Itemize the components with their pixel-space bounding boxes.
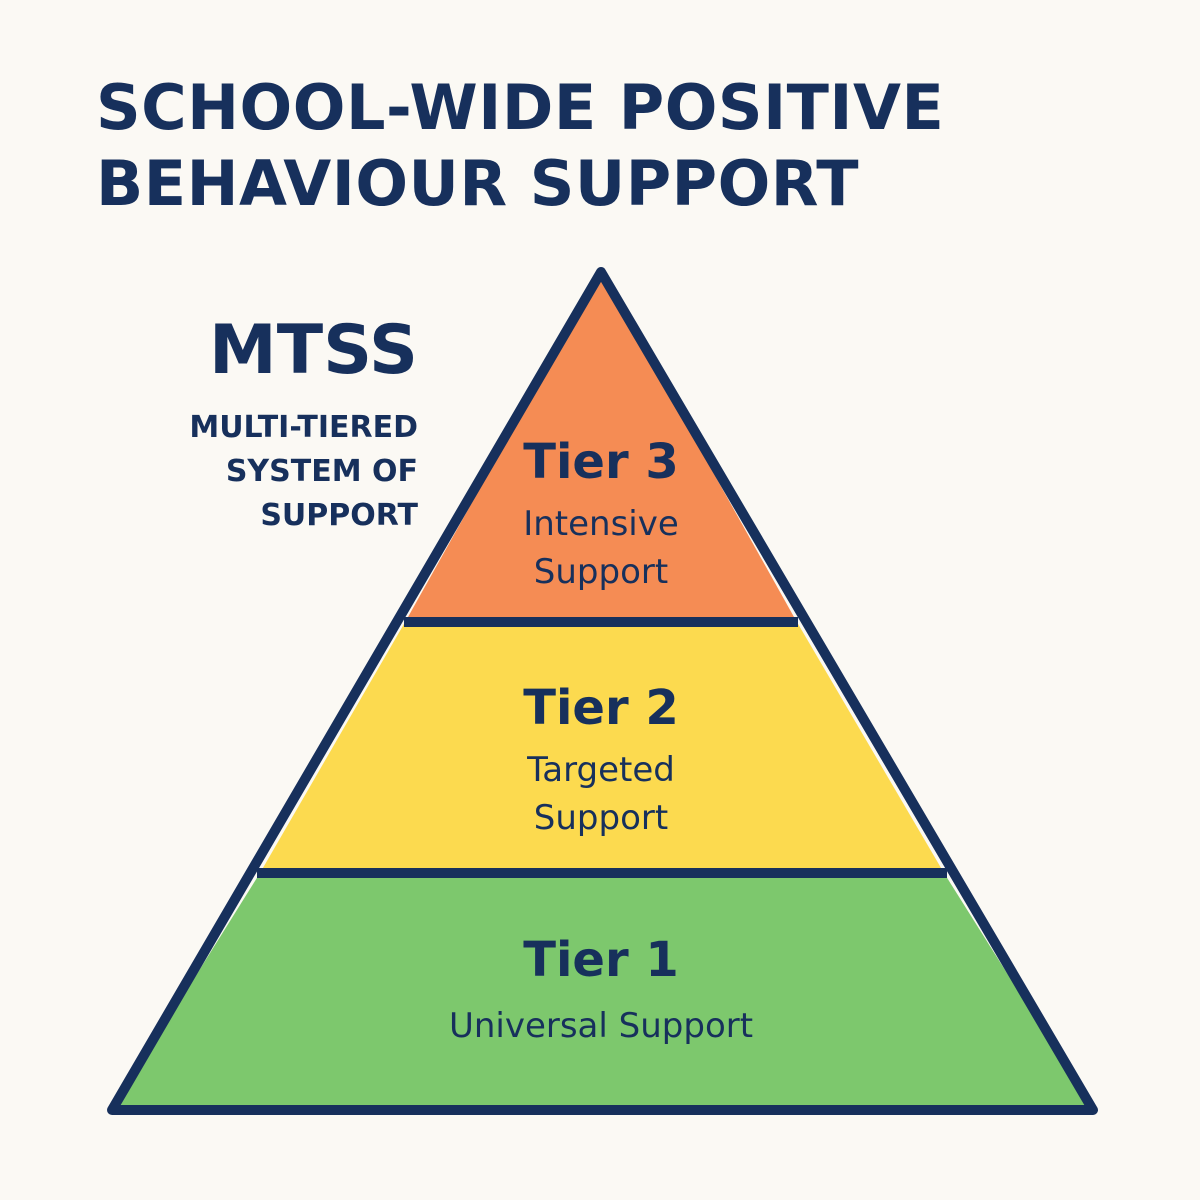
tier-1-desc-line-1: Universal Support <box>448 1006 754 1046</box>
title-line-2: BEHAVIOUR SUPPORT <box>96 147 860 220</box>
tier-3-desc-line-2: Support <box>533 552 669 592</box>
tier-1-band <box>112 873 1093 1110</box>
title-line-1: SCHOOL-WIDE POSITIVE <box>96 71 945 144</box>
page-title: SCHOOL-WIDE POSITIVE BEHAVIOUR SUPPORT <box>96 70 1096 222</box>
mtss-full-name: MULTI-TIERED SYSTEM OF SUPPORT <box>189 406 418 538</box>
tier-2-name: Tier 2 <box>523 680 679 736</box>
tier-2-label: Tier 2 Targeted Support <box>523 680 679 842</box>
pyramid-outline <box>107 267 1098 1115</box>
tier-3-name: Tier 3 <box>523 434 679 490</box>
mtss-acronym: MTSS <box>209 311 418 390</box>
tier-3-label: Tier 3 Intensive Support <box>523 434 679 596</box>
tier-2-band <box>260 617 944 873</box>
mtss-caption: MTSS MULTI-TIERED SYSTEM OF SUPPORT <box>189 312 418 538</box>
mtss-line-2: SYSTEM OF <box>225 454 418 489</box>
tier-1-label: Tier 1 Universal Support <box>449 932 753 1050</box>
mtss-line-3: SUPPORT <box>260 498 418 533</box>
tier-2-desc-line-2: Support <box>533 798 669 838</box>
tier-2-desc-line-1: Targeted <box>527 750 675 790</box>
tier-1-name: Tier 1 <box>523 932 679 988</box>
tier-3-desc-line-1: Intensive <box>523 504 679 544</box>
mtss-line-1: MULTI-TIERED <box>189 410 418 445</box>
tier-3-band <box>408 272 794 617</box>
